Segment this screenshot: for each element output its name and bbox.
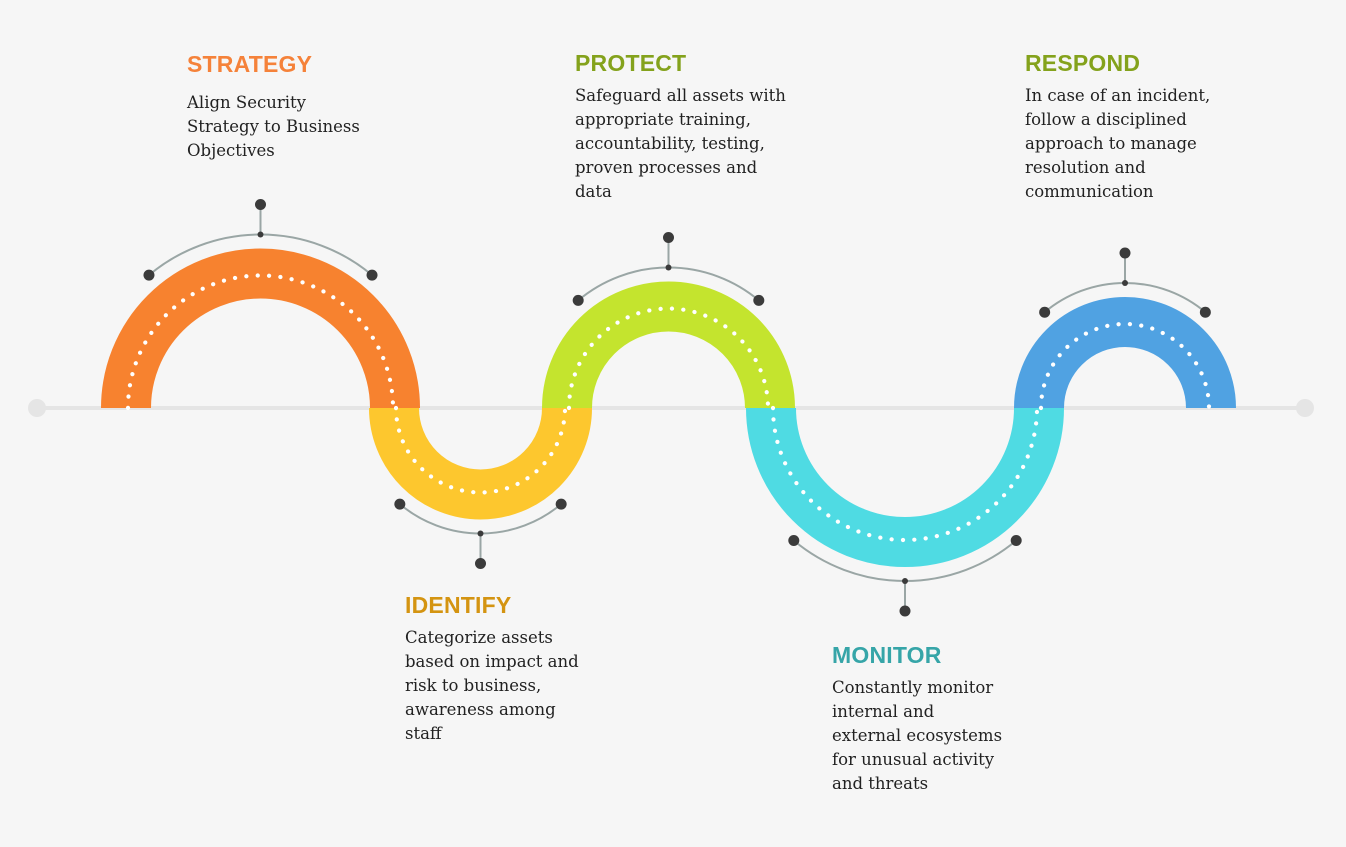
description-line: communication (1025, 182, 1154, 201)
description-line: for unusual activity (832, 750, 995, 769)
respond-connector-node-left (1039, 306, 1051, 318)
description-line: staff (405, 724, 442, 743)
respond-connector-node-center (1119, 247, 1131, 259)
identify-connector-node-center (475, 558, 486, 569)
respond-arc (1014, 297, 1236, 409)
strategy-description: Align Security Strategy to Business Obje… (187, 91, 360, 163)
protect-connector-node-center (663, 232, 674, 243)
description-line: approach to manage (1025, 134, 1197, 153)
respond-description: In case of an incident, follow a discipl… (1025, 84, 1210, 204)
description-line: awareness among (405, 700, 556, 719)
timeline-start-cap (28, 399, 46, 417)
timeline-end-cap (1296, 399, 1314, 417)
description-line: external ecosystems (832, 726, 1003, 745)
strategy-connector-node-right (366, 269, 378, 281)
protect-connector-junction (665, 264, 672, 271)
description-line: Categorize assets (405, 628, 553, 647)
description-line: Align Security (187, 93, 306, 112)
description-line: risk to business, (405, 676, 542, 695)
strategy-dotted-line (125, 273, 396, 411)
identify-connector-node-right (555, 498, 567, 510)
description-line: and threats (832, 774, 929, 793)
description-line: In case of an incident, (1025, 86, 1211, 105)
protect-connector-node-left (572, 294, 584, 306)
identify-arc (369, 407, 592, 520)
monitor-connector-node-right (1010, 535, 1022, 547)
description-line: Safeguard all assets with (575, 86, 786, 105)
identify-connector-node-left (394, 498, 406, 510)
description-line: follow a disciplined (1025, 110, 1187, 129)
description-line: accountability, testing, (575, 134, 765, 153)
protect-arc (542, 281, 795, 409)
description-line: proven processes and (575, 158, 758, 177)
respond-title: RESPOND (1025, 50, 1141, 76)
strategy-connector-node-center (255, 199, 266, 210)
protect-description: Safeguard all assets with appropriate tr… (575, 84, 786, 204)
description-line: appropriate training, (575, 110, 751, 129)
monitor-connector-node-left (788, 535, 800, 547)
monitor-connector-junction (902, 578, 908, 584)
monitor-dotted-line (770, 405, 1040, 543)
protect-dotted-line (566, 306, 771, 411)
monitor-title: MONITOR (832, 642, 942, 668)
description-line: Objectives (187, 141, 275, 160)
respond-connector-junction (1122, 280, 1128, 286)
strategy-connector-junction (257, 231, 264, 238)
description-line: resolution and (1025, 158, 1146, 177)
identify-connector-junction (477, 530, 484, 537)
protect-title: PROTECT (575, 50, 687, 76)
strategy-connector-node-left (143, 269, 155, 281)
description-line: Strategy to Business (187, 117, 360, 136)
description-line: data (575, 182, 612, 201)
identify-description: Categorize assets based on impact and ri… (405, 626, 579, 746)
respond-connector-node-right (1199, 306, 1211, 318)
description-line: Constantly monitor (832, 678, 994, 697)
monitor-description: Constantly monitor internal and external… (832, 676, 1002, 796)
identify-title: IDENTIFY (405, 592, 512, 618)
strategy-title: STRATEGY (187, 51, 313, 77)
monitor-connector-node-center (899, 605, 911, 617)
monitor-arc (746, 407, 1064, 567)
strategy-arc (101, 248, 420, 409)
description-line: based on impact and (405, 652, 579, 671)
protect-connector-node-right (753, 294, 765, 306)
description-line: internal and (832, 702, 935, 721)
